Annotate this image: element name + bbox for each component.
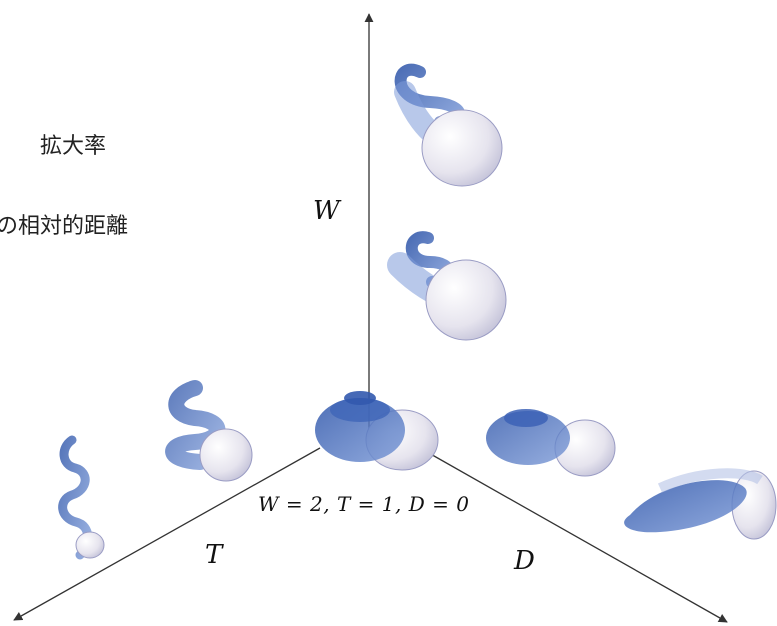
shell-w-high — [394, 63, 503, 187]
t-axis — [13, 447, 321, 621]
shell-origin — [315, 391, 439, 471]
d-axis — [419, 447, 728, 623]
d-axis-label: D — [514, 546, 535, 576]
shell-w-mid — [387, 231, 507, 341]
w-axis-label: W — [313, 196, 340, 226]
shell-t-mid — [165, 380, 253, 482]
origin-label: W = 2, T = 1, D = 0 — [258, 492, 470, 516]
legend-line-1: 拡大率 — [40, 134, 107, 159]
shell-d-far — [624, 468, 777, 540]
shell-d-mid — [486, 409, 616, 477]
shell-t-far — [58, 435, 105, 560]
legend-line-2: の相対的距離 — [0, 214, 129, 239]
t-axis-label: T — [205, 540, 223, 570]
